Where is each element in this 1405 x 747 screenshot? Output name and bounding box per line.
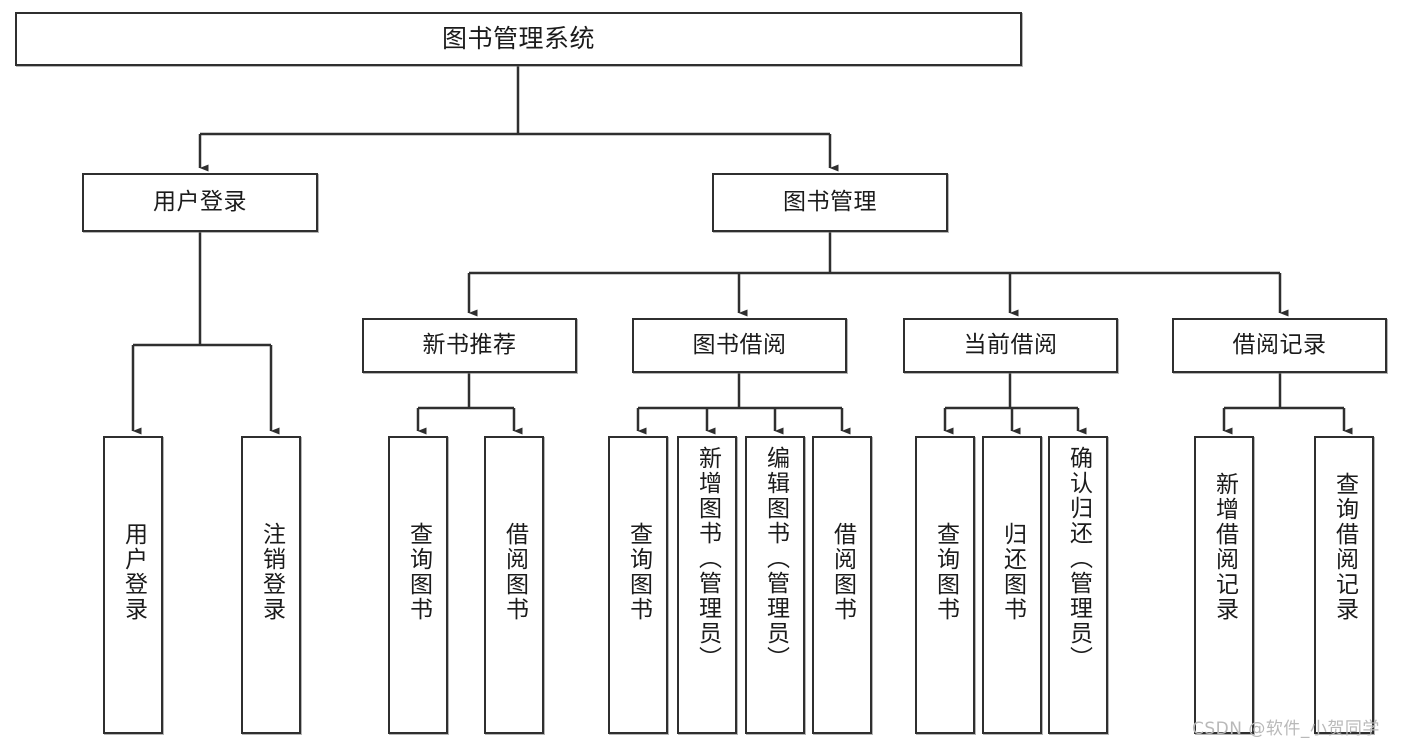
- node-new-book-recommend[interactable]: 新书推荐: [362, 318, 577, 373]
- csdn-watermark: CSDN @软件_小贺同学: [1192, 719, 1380, 739]
- node-return-book[interactable]: 归还图书: [982, 436, 1042, 734]
- node-query-book-current-label: 查询图书: [932, 522, 959, 622]
- node-book-manage-label: 图书管理: [783, 189, 877, 216]
- node-book-borrow[interactable]: 图书借阅: [632, 318, 847, 373]
- node-borrow-record[interactable]: 借阅记录: [1172, 318, 1387, 373]
- node-return-book-label: 归还图书: [999, 522, 1026, 622]
- node-add-borrow-record[interactable]: 新增借阅记录: [1194, 436, 1254, 734]
- node-edit-book-admin[interactable]: 编辑图书（管理员）: [745, 436, 805, 734]
- node-query-book-rec[interactable]: 查询图书: [388, 436, 448, 734]
- node-add-borrow-record-label: 新增借阅记录: [1211, 472, 1238, 622]
- node-query-borrow-record[interactable]: 查询借阅记录: [1314, 436, 1374, 734]
- node-borrow-book-rec-label: 借阅图书: [501, 522, 528, 622]
- node-edit-book-admin-label: 编辑图书（管理员）: [762, 446, 789, 671]
- node-book-manage[interactable]: 图书管理: [712, 173, 948, 232]
- node-borrow-record-label: 借阅记录: [1232, 332, 1327, 359]
- node-new-book-recommend-label: 新书推荐: [422, 332, 517, 359]
- node-query-book-rec-label: 查询图书: [405, 522, 432, 622]
- node-root-label: 图书管理系统: [441, 24, 595, 54]
- node-root-system[interactable]: 图书管理系统: [15, 12, 1022, 66]
- node-user-login-leaf-label: 用户登录: [120, 522, 147, 622]
- node-book-borrow-label: 图书借阅: [692, 332, 787, 359]
- node-confirm-return-admin[interactable]: 确认归还（管理员）: [1048, 436, 1108, 734]
- node-borrow-book-rec[interactable]: 借阅图书: [484, 436, 544, 734]
- node-borrow-book-borrow-label: 借阅图书: [829, 522, 856, 622]
- node-query-book-borrow[interactable]: 查询图书: [608, 436, 668, 734]
- node-user-login-leaf[interactable]: 用户登录: [103, 436, 163, 734]
- node-query-borrow-record-label: 查询借阅记录: [1331, 472, 1358, 622]
- node-current-borrow[interactable]: 当前借阅: [903, 318, 1118, 373]
- node-add-book-admin[interactable]: 新增图书（管理员）: [677, 436, 737, 734]
- node-confirm-return-admin-label: 确认归还（管理员）: [1065, 446, 1092, 671]
- node-add-book-admin-label: 新增图书（管理员）: [694, 446, 721, 671]
- node-user-logout-leaf[interactable]: 注销登录: [241, 436, 301, 734]
- node-user-login[interactable]: 用户登录: [82, 173, 318, 232]
- node-user-login-label: 用户登录: [153, 189, 247, 216]
- node-query-book-borrow-label: 查询图书: [625, 522, 652, 622]
- node-current-borrow-label: 当前借阅: [963, 332, 1058, 359]
- node-borrow-book-borrow[interactable]: 借阅图书: [812, 436, 872, 734]
- node-user-logout-leaf-label: 注销登录: [258, 522, 285, 622]
- node-query-book-current[interactable]: 查询图书: [915, 436, 975, 734]
